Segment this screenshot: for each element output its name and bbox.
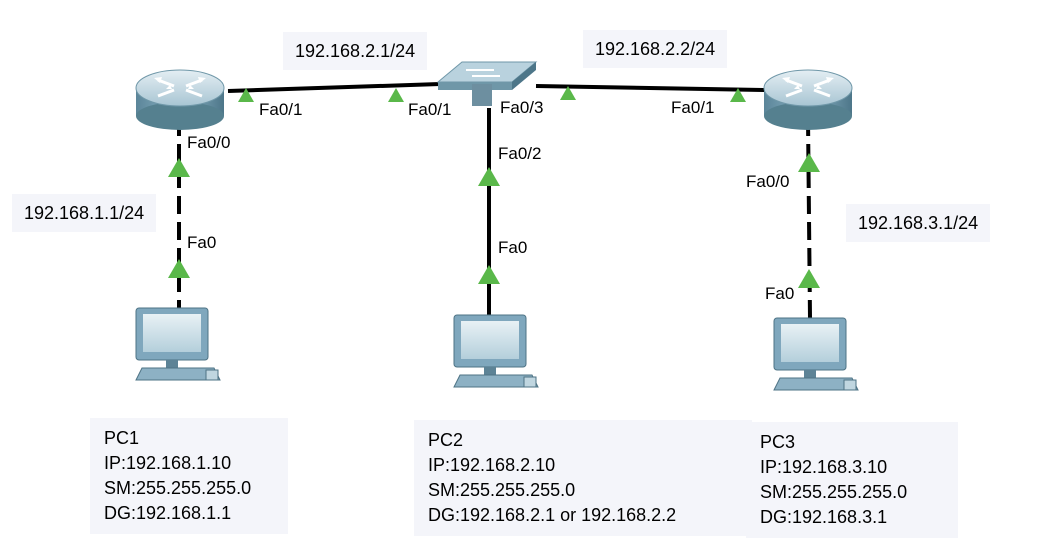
router-2-fa01-label: Fa0/1 — [671, 98, 715, 117]
link-up-icon — [388, 88, 404, 102]
router-icon — [135, 69, 225, 130]
switch-fa01-label: Fa0/1 — [408, 100, 452, 119]
pc-2-ip: IP:192.168.2.10 — [428, 455, 556, 475]
pc-1-default-gateway: DG:192.168.1.1 — [104, 503, 232, 523]
switch-fa02-label: Fa0/2 — [498, 144, 542, 163]
pc-1-nic-label: Fa0 — [187, 233, 217, 252]
switch[interactable] — [436, 61, 538, 106]
link-up-icon — [168, 259, 190, 278]
pc-2-name: PC2 — [428, 430, 464, 450]
link-up-icon — [560, 86, 576, 100]
pc-1[interactable] — [135, 307, 221, 381]
link-up-icon — [798, 153, 820, 172]
pc-icon — [453, 314, 539, 388]
pc-icon — [773, 317, 859, 391]
pc-1-name: PC1 — [104, 428, 140, 448]
router-2-lan-ip: 192.168.3.1/24 — [846, 204, 991, 242]
router-2-wan-ip: 192.168.2.2/24 — [583, 30, 728, 68]
pc-3-subnet-mask: SM:255.255.255.0 — [760, 482, 908, 502]
pc-3-info: PC3 IP:192.168.3.10 SM:255.255.255.0 DG:… — [746, 422, 958, 538]
router-1-wan-ip: 192.168.2.1/24 — [283, 32, 428, 70]
router-1-fa01-label: Fa0/1 — [259, 100, 303, 119]
router-icon — [763, 69, 853, 130]
pc-1-ip: IP:192.168.1.10 — [104, 453, 232, 473]
link-up-icon — [478, 167, 500, 186]
link-up-icon — [798, 269, 820, 288]
router-1-lan-ip: 192.168.1.1/24 — [12, 194, 157, 232]
router-2[interactable] — [763, 69, 853, 130]
link-up-icon — [238, 88, 254, 102]
router-1-fa00-label: Fa0/0 — [187, 133, 231, 152]
link-up-icon — [730, 88, 746, 102]
pc-2-subnet-mask: SM:255.255.255.0 — [428, 480, 576, 500]
cable-sw-r2 — [535, 84, 766, 92]
pc-2-info: PC2 IP:192.168.2.10 SM:255.255.255.0 DG:… — [414, 420, 752, 536]
cable-r1-sw — [227, 82, 441, 93]
pc-3-ip: IP:192.168.3.10 — [760, 457, 888, 477]
pc-1-info: PC1 IP:192.168.1.10 SM:255.255.255.0 DG:… — [90, 418, 288, 534]
switch-fa03-label: Fa0/3 — [500, 98, 544, 117]
router-2-fa00-label: Fa0/0 — [746, 172, 790, 191]
router-1[interactable] — [135, 69, 225, 130]
pc-2-nic-label: Fa0 — [498, 238, 528, 257]
link-lights — [168, 86, 820, 288]
pc-3-name: PC3 — [760, 432, 796, 452]
switch-icon — [436, 61, 538, 106]
link-up-icon — [168, 158, 190, 177]
pc-3-default-gateway: DG:192.168.3.1 — [760, 507, 888, 527]
pc-3-nic-label: Fa0 — [765, 284, 795, 303]
pc-icon — [135, 307, 221, 381]
link-up-icon — [478, 265, 500, 284]
pc-2-default-gateway: DG:192.168.2.1 or 192.168.2.2 — [428, 505, 677, 525]
pc-3[interactable] — [773, 317, 859, 391]
pc-1-subnet-mask: SM:255.255.255.0 — [104, 478, 252, 498]
pc-2[interactable] — [453, 314, 539, 388]
